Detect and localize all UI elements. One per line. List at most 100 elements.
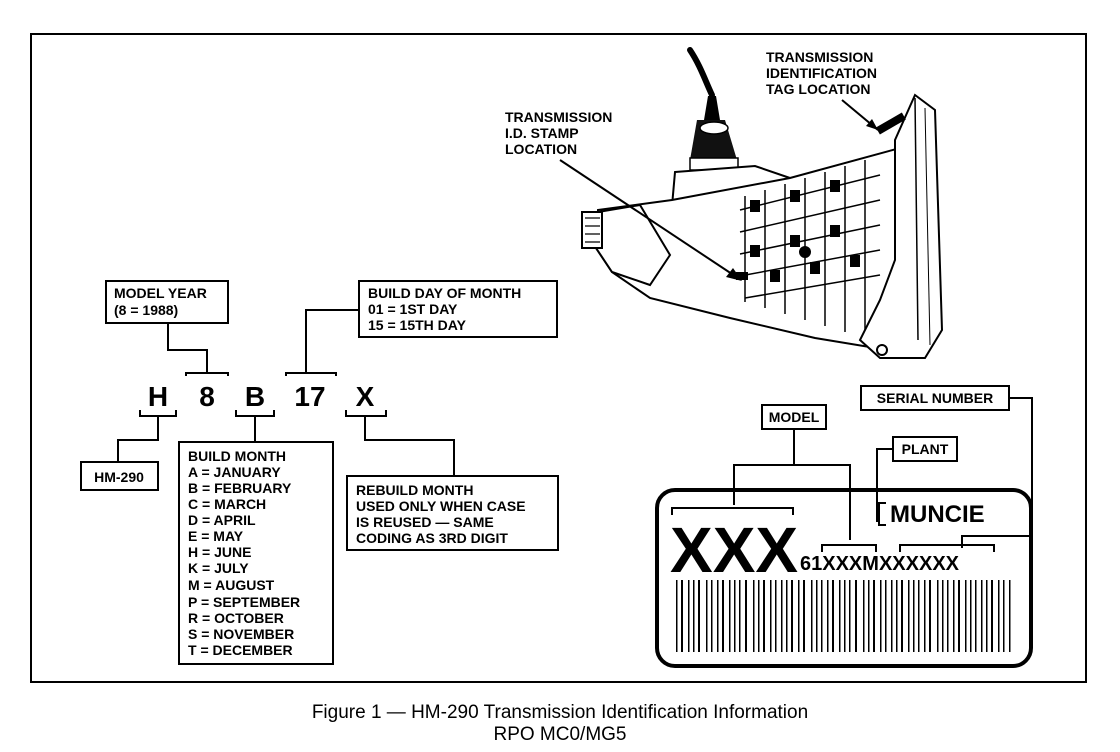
build-month-title: BUILD MONTH (188, 448, 286, 464)
rebuild-month-line-4: CODING AS 3RD DIGIT (356, 530, 508, 546)
barcode-bar (970, 580, 972, 652)
barcode-bar (798, 580, 800, 652)
build-month-item: M = AUGUST (188, 577, 275, 593)
barcode-bar (827, 580, 829, 652)
model-box-label: MODEL (769, 409, 820, 425)
transmission-illustration (581, 47, 944, 359)
build-month-item: D = APRIL (188, 512, 256, 528)
barcode-bar (937, 580, 939, 652)
barcode-bar (896, 580, 898, 652)
caption-line-1: Figure 1 — HM-290 Transmission Identific… (311, 702, 809, 723)
barcode-bar (873, 580, 875, 652)
barcode-bar (913, 580, 915, 652)
barcode-bar (816, 580, 818, 652)
barcode-bar (681, 580, 683, 652)
rebuild-month-box: REBUILD MONTH USED ONLY WHEN CASE IS REU… (346, 416, 559, 551)
barcode-bar (863, 580, 865, 652)
tag-barcode (676, 580, 1011, 652)
barcode-bar (918, 580, 920, 652)
barcode-bar (1009, 580, 1011, 652)
barcode-bar (981, 580, 983, 652)
barcode-bar (958, 580, 960, 652)
barcode-bar (908, 580, 910, 652)
barcode-bar (676, 580, 678, 652)
barcode-bar (688, 580, 690, 652)
rebuild-month-line-2: USED ONLY WHEN CASE (356, 498, 526, 514)
barcode-bar (745, 580, 747, 652)
barcode-bar (706, 580, 708, 652)
rebuild-month-line-3: IS REUSED — SAME (356, 514, 494, 530)
build-month-item: H = JUNE (188, 544, 251, 560)
model-year-value: (8 = 1988) (114, 302, 178, 318)
serial-number-box-label: SERIAL NUMBER (877, 390, 993, 406)
barcode-bar (901, 580, 903, 652)
barcode-bar (770, 580, 772, 652)
barcode-bar (722, 580, 724, 652)
barcode-bar (775, 580, 777, 652)
build-month-item: A = JANUARY (188, 464, 281, 480)
barcode-bar (885, 580, 887, 652)
model-label-box: HM-290 (80, 416, 159, 491)
barcode-bar (753, 580, 755, 652)
barcode-bar (942, 580, 944, 652)
stamp-location-line-2: I.D. STAMP (505, 125, 579, 141)
barcode-bar (698, 580, 700, 652)
build-month-item: B = FEBRUARY (188, 480, 292, 496)
stamp-location-callout: TRANSMISSION I.D. STAMP LOCATION (505, 109, 742, 281)
barcode-bar (734, 580, 736, 652)
barcode-bar (786, 580, 788, 652)
code-char-model-year: 8 (199, 381, 215, 412)
stamp-location-line-1: TRANSMISSION (505, 109, 612, 125)
plant-box-label: PLANT (902, 441, 949, 457)
build-month-item: E = MAY (188, 528, 244, 544)
barcode-bar (880, 580, 882, 652)
barcode-bar (953, 580, 955, 652)
barcode-bar (832, 580, 834, 652)
barcode-bar (803, 580, 805, 652)
barcode-bar (791, 580, 793, 652)
code-char-build-month: B (245, 381, 265, 412)
rebuild-month-line-1: REBUILD MONTH (356, 482, 473, 498)
model-year-title: MODEL YEAR (114, 285, 207, 301)
build-day-line-2: 15 = 15TH DAY (368, 317, 467, 333)
barcode-bar (924, 580, 926, 652)
build-day-box: BUILD DAY OF MONTH 01 = 1ST DAY 15 = 15T… (305, 280, 558, 373)
model-year-box: MODEL YEAR (8 = 1988) (105, 280, 229, 373)
barcode-bar (758, 580, 760, 652)
model-label: HM-290 (94, 469, 144, 485)
figure-frame (30, 33, 1087, 683)
barcode-bar (729, 580, 731, 652)
barcode-bar (975, 580, 977, 652)
barcode-bar (929, 580, 931, 652)
code-char-rebuild-month: X (356, 381, 375, 412)
caption-line-2: RPO MC0/MG5 (493, 724, 627, 745)
id-code: H 8 B 17 X (139, 372, 387, 417)
barcode-bar (947, 580, 949, 652)
code-char-year-letter: H (148, 381, 168, 412)
build-month-item: T = DECEMBER (188, 642, 293, 658)
stamp-location-line-3: LOCATION (505, 141, 577, 157)
barcode-bar (855, 580, 857, 652)
tag-plant-name: MUNCIE (890, 501, 985, 528)
barcode-bar (763, 580, 765, 652)
barcode-bar (991, 580, 993, 652)
code-char-build-day: 17 (294, 381, 325, 412)
tag-model-code: XXX (670, 514, 798, 586)
barcode-bar (739, 580, 741, 652)
barcode-bar (821, 580, 823, 652)
build-month-item: K = JULY (188, 560, 249, 576)
barcode-bar (781, 580, 783, 652)
tag-location-line-1: TRANSMISSION (766, 49, 873, 65)
identification-tag: MODEL PLANT SERIAL NUMBER XXX MUNCIE 61X… (655, 385, 1033, 668)
tag-location-callout: TRANSMISSION IDENTIFICATION TAG LOCATION (766, 49, 879, 131)
model-box (761, 404, 827, 430)
barcode-bar (844, 580, 846, 652)
tag-location-line-2: IDENTIFICATION (766, 65, 877, 81)
tag-location-line-3: TAG LOCATION (766, 81, 870, 97)
barcode-bar (965, 580, 967, 652)
barcode-bar (711, 580, 713, 652)
barcode-bar (839, 580, 841, 652)
build-month-item: P = SEPTEMBER (188, 594, 300, 610)
build-day-line-1: 01 = 1ST DAY (368, 301, 458, 317)
